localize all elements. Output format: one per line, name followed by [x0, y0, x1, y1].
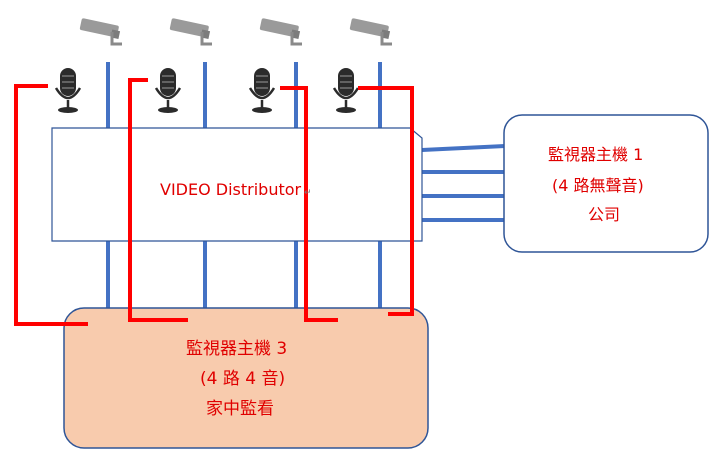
pilcrow-mark: ↵ — [304, 188, 312, 198]
security-camera-icon — [169, 18, 212, 46]
video-distributor-box — [51, 127, 423, 242]
host3-line3: 家中監看 — [206, 399, 274, 419]
host3-line2: (4 路 4 音) — [200, 369, 285, 389]
audio-line — [358, 86, 414, 316]
audio-line — [280, 86, 338, 322]
host1-line1: 監視器主機 1 — [548, 145, 643, 164]
security-camera-icon — [79, 18, 122, 46]
security-camera-icon — [349, 18, 392, 46]
microphone-icon — [148, 64, 194, 116]
video-line — [421, 144, 506, 152]
security-camera-icon — [259, 18, 302, 46]
host1-box — [503, 114, 709, 253]
host3-box — [63, 307, 429, 449]
audio-line — [128, 78, 188, 322]
host1-line2: (4 路無聲音) — [552, 176, 644, 195]
microphone-icon — [48, 64, 94, 116]
video-lines — [106, 62, 506, 308]
host1-line3: 公司 — [588, 205, 620, 224]
audio-line — [14, 84, 88, 326]
distributor-label: VIDEO Distributor — [160, 180, 302, 199]
microphone-icon — [242, 64, 288, 116]
host3-line1: 監視器主機 3 — [186, 339, 287, 359]
audio-lines — [14, 78, 414, 326]
